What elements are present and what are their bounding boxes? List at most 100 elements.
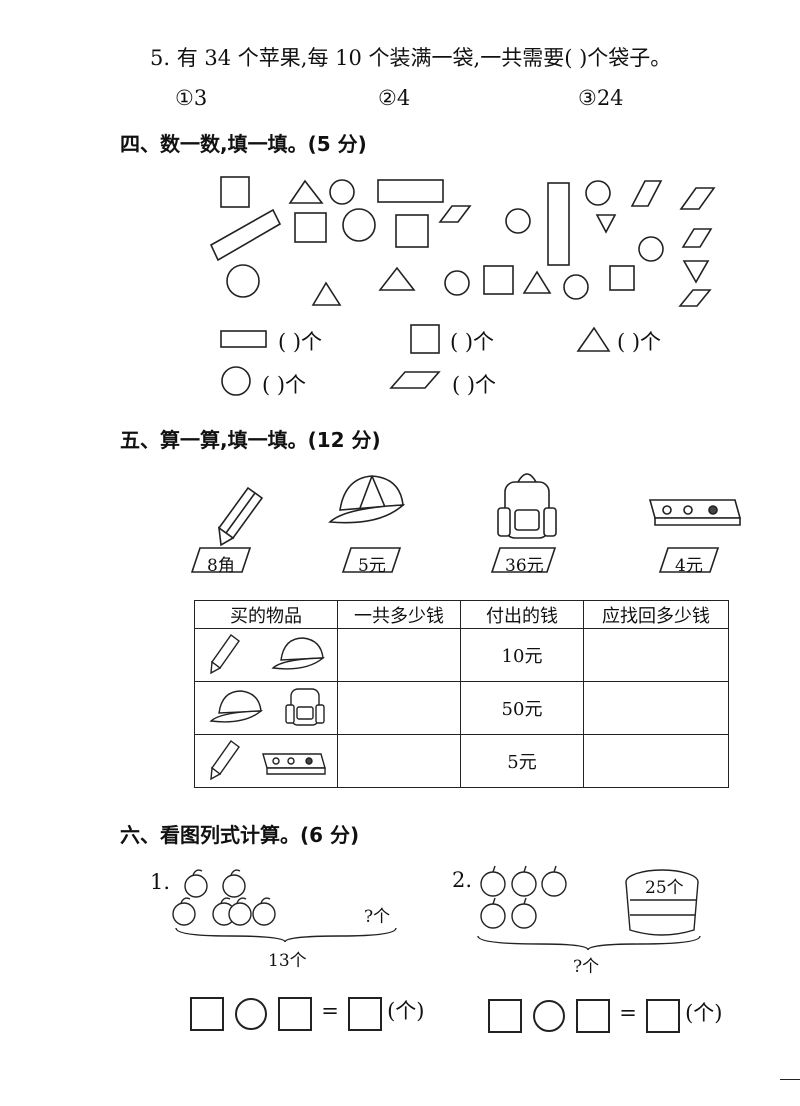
price-pencil-case: 4元 <box>675 556 703 576</box>
peach-icon <box>228 897 252 926</box>
rectangle-shape <box>377 179 444 203</box>
q5-option-1[interactable]: ①3 <box>175 86 208 110</box>
change-cell[interactable] <box>583 681 729 735</box>
table-header: 付出的钱 <box>460 600 584 629</box>
answer-box[interactable] <box>488 998 522 1033</box>
basket-count: 25个 <box>645 878 684 898</box>
paid-cell: 50元 <box>460 681 584 735</box>
triangle-count-blank[interactable]: ( )个 <box>617 330 662 354</box>
pencil-icon <box>217 486 264 547</box>
apple-icon <box>541 865 567 897</box>
square-shape <box>294 212 327 243</box>
q5-stem: 5. 有 34 个苹果,每 10 个装满一袋,一共需要( )个袋子。 <box>150 46 672 70</box>
circle-shape <box>563 274 589 300</box>
cap-icon <box>328 475 406 524</box>
change-cell[interactable] <box>583 734 729 788</box>
legend-square-icon <box>410 324 440 354</box>
parallelogram-shape <box>678 289 712 307</box>
answer-box[interactable] <box>278 996 313 1031</box>
answer-box[interactable] <box>347 996 382 1031</box>
circle-shape <box>585 180 611 206</box>
rect-count-blank[interactable]: ( )个 <box>278 330 323 354</box>
answer-box[interactable] <box>576 998 611 1033</box>
circle-shape <box>226 264 260 298</box>
q5-option-2[interactable]: ②4 <box>378 86 411 110</box>
triangle-shape <box>522 270 552 294</box>
parallelogram-shape <box>681 228 713 248</box>
table-header: 一共多少钱 <box>337 600 461 629</box>
table-row: 5元 <box>194 734 729 788</box>
circle-count-blank[interactable]: ( )个 <box>262 373 307 397</box>
shapes-figure <box>209 176 716 396</box>
circle-shape <box>638 236 664 262</box>
price-tag-shape <box>341 547 402 573</box>
parallelogram-shape <box>630 180 663 207</box>
apple-icon <box>480 865 506 897</box>
rectangle-shape <box>209 208 282 262</box>
legend-parallelogram-icon <box>389 371 441 389</box>
table-header: 买的物品 <box>194 600 338 629</box>
items-cell <box>194 734 338 788</box>
price-cap: 5元 <box>358 556 386 576</box>
pencil-cap-icons <box>210 633 326 674</box>
parallelogram-count-blank[interactable]: ( )个 <box>452 373 497 397</box>
table-row: 10元 <box>194 628 729 682</box>
total-cost-cell[interactable] <box>337 628 461 682</box>
circle-shape <box>444 270 470 296</box>
total-cost-cell[interactable] <box>337 734 461 788</box>
parallelogram-shape <box>679 187 716 210</box>
triangle-shape <box>595 214 617 234</box>
apple-icon <box>511 865 537 897</box>
legend-triangle-icon <box>576 326 611 352</box>
operator-circle[interactable] <box>533 999 566 1032</box>
problem1-total: 13个 <box>268 951 307 971</box>
change-cell[interactable] <box>583 628 729 682</box>
price-pencil: 8角 <box>207 556 235 576</box>
pencil-case-icons <box>210 739 326 780</box>
q5-option-3[interactable]: ③24 <box>578 86 624 110</box>
apples-figure <box>477 865 701 951</box>
price-tag-shape <box>658 547 720 573</box>
peach-icon <box>184 869 208 898</box>
problem1-equation: = (个) <box>190 995 424 1031</box>
square-shape <box>220 176 250 208</box>
section6-heading: 六、看图列式计算。(6 分) <box>120 823 360 847</box>
items-cell <box>194 628 338 682</box>
square-count-blank[interactable]: ( )个 <box>450 330 495 354</box>
section5-heading: 五、算一算,填一填。(12 分) <box>120 428 381 452</box>
price-tag-shape <box>190 547 252 573</box>
triangle-shape <box>311 281 342 306</box>
rectangle-shape <box>547 182 570 266</box>
answer-box[interactable] <box>645 998 680 1033</box>
apple-icon <box>511 897 537 929</box>
goods-illustrations <box>190 473 742 573</box>
basket-icon <box>625 869 699 936</box>
operator-circle[interactable] <box>235 997 268 1030</box>
problem2-question: ?个 <box>573 957 600 977</box>
total-brace <box>477 935 701 951</box>
problem1-number: 1. <box>150 870 171 894</box>
legend-rectangle-icon <box>220 330 267 348</box>
table-header: 应找回多少钱 <box>583 600 729 629</box>
total-brace <box>175 927 397 943</box>
parallelogram-shape <box>438 205 472 223</box>
price-tag-shape <box>490 547 557 573</box>
cap-backpack-icons <box>209 687 325 726</box>
table-row: 50元 <box>194 681 729 735</box>
triangle-shape <box>288 179 324 204</box>
triangle-shape <box>682 260 710 284</box>
equals-sign: = <box>619 1001 637 1025</box>
problem2-equation: = (个) <box>488 997 722 1033</box>
triangle-shape <box>378 266 416 291</box>
square-shape <box>609 265 635 291</box>
total-cost-cell[interactable] <box>337 681 461 735</box>
apple-icon <box>480 897 506 929</box>
circle-shape <box>329 179 355 205</box>
unit-label: (个) <box>387 999 425 1023</box>
backpack-icon <box>497 473 557 539</box>
paid-cell: 5元 <box>460 734 584 788</box>
items-cell <box>194 681 338 735</box>
problem1-question: ?个 <box>364 907 391 927</box>
shopping-table: 买的物品 一共多少钱 付出的钱 应找回多少钱 10元 <box>194 600 729 788</box>
answer-box[interactable] <box>190 996 224 1031</box>
